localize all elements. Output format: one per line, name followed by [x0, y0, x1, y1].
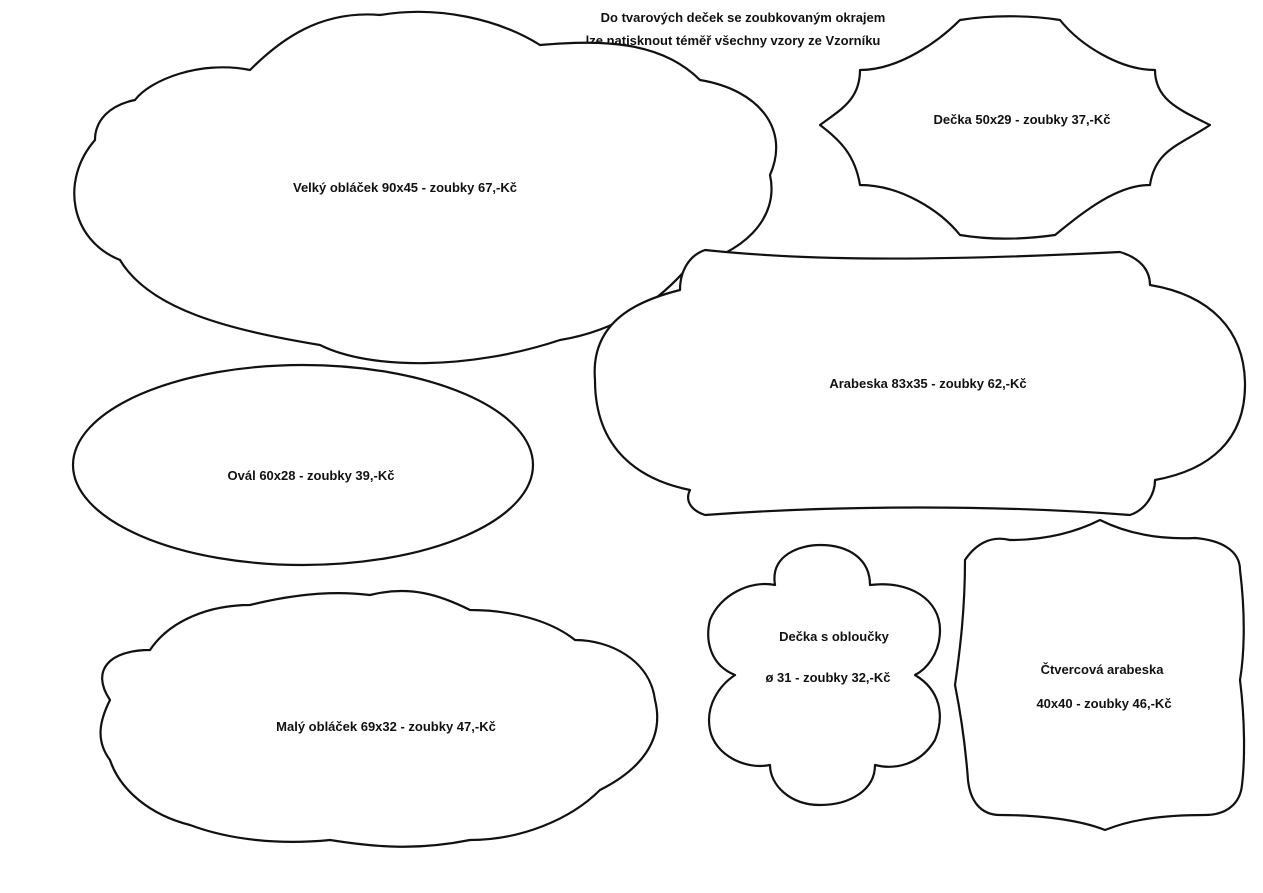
shape-decka-oblouc: [707, 543, 942, 807]
shape-velky-oblacek: [73, 10, 778, 365]
label-decka-50x29: Dečka 50x29 - zoubky 37,-Kč: [933, 112, 1110, 127]
shape-maly-oblacek: [99, 589, 659, 848]
label-decka-oblouc-line-1: Dečka s obloučky: [779, 629, 890, 644]
shape-ctvercova: [953, 518, 1246, 832]
shape-oval: [71, 363, 535, 567]
label-decka-oblouc-line-2: ø 31 - zoubky 32,-Kč: [766, 670, 891, 685]
shape-decka-50x29: [818, 15, 1212, 240]
label-ctvercova-line-2: 40x40 - zoubky 46,-Kč: [1036, 696, 1171, 711]
label-ctvercova-line-1: Čtvercová arabeska: [1041, 662, 1165, 677]
header-line-1: Do tvarových deček se zoubkovaným okraje…: [601, 10, 886, 25]
label-oval: Ovál 60x28 - zoubky 39,-Kč: [228, 468, 395, 483]
header-line-2: lze natisknout téměř všechny vzory ze Vz…: [586, 33, 881, 48]
shape-arabeska: [593, 248, 1247, 517]
label-maly-oblacek: Malý obláček 69x32 - zoubky 47,-Kč: [276, 719, 496, 734]
label-arabeska: Arabeska 83x35 - zoubky 62,-Kč: [829, 376, 1026, 391]
label-velky-oblacek: Velký obláček 90x45 - zoubky 67,-Kč: [293, 180, 517, 195]
